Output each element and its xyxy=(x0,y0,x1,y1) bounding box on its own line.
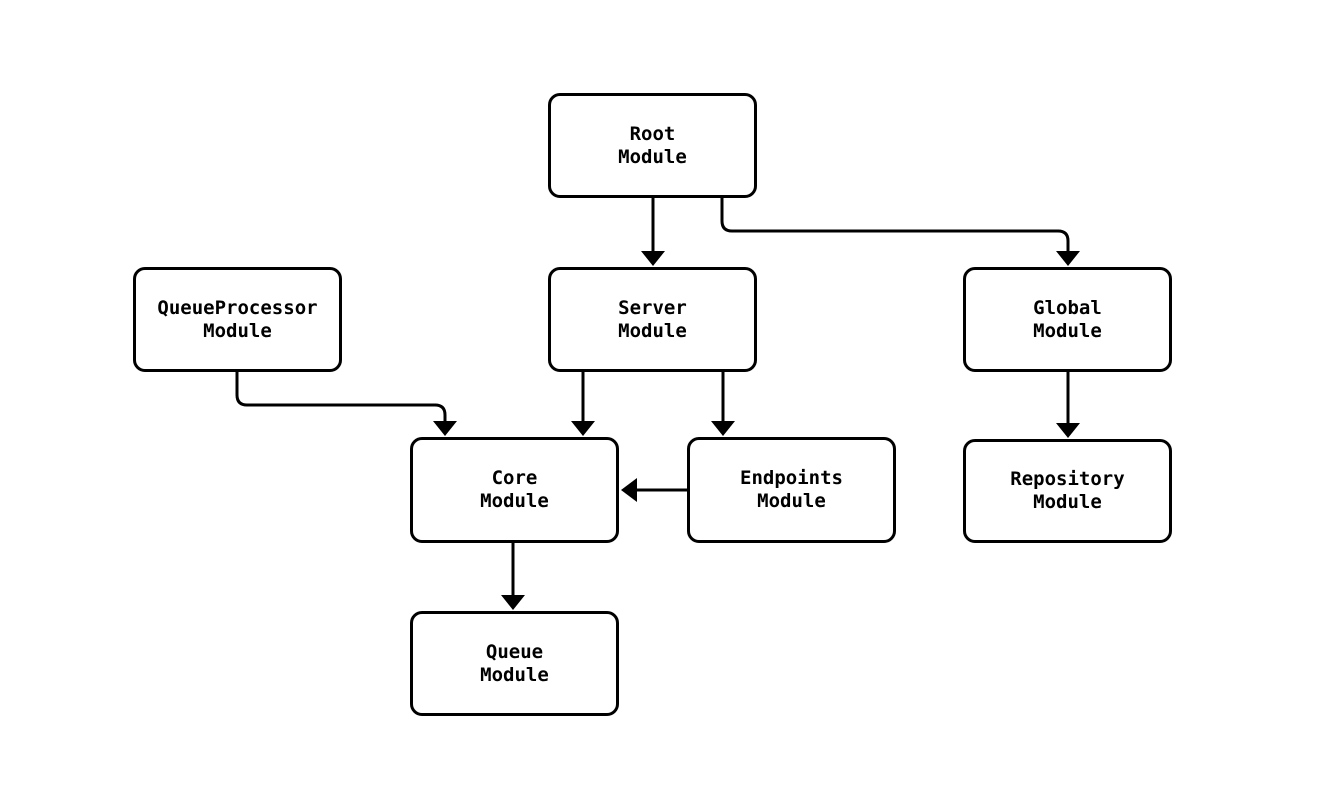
node-server-module: Server Module xyxy=(548,267,757,372)
node-repository-line1: Repository xyxy=(1010,468,1125,490)
node-repository-module: Repository Module xyxy=(963,439,1172,543)
node-core-line1: Core xyxy=(491,467,538,489)
node-queueprocessor-module: QueueProcessor Module xyxy=(133,267,342,372)
edge-root-to-global xyxy=(720,198,1080,266)
edge-server-to-endpoints xyxy=(711,372,735,436)
node-core-label: Core Module xyxy=(480,467,549,513)
node-repository-line2: Module xyxy=(1033,491,1102,513)
node-queue-label: Queue Module xyxy=(480,641,549,687)
node-queueprocessor-line2: Module xyxy=(203,319,272,342)
node-global-label: Global Module xyxy=(1033,297,1102,343)
node-core-line2: Module xyxy=(480,490,549,512)
node-global-line1: Global xyxy=(1033,296,1102,319)
node-endpoints-line2: Module xyxy=(757,490,826,512)
node-global-module: Global Module xyxy=(963,267,1172,372)
node-queue-line1: Queue xyxy=(485,640,544,663)
node-queue-line2: Module xyxy=(480,663,549,686)
node-endpoints-label: Endpoints Module xyxy=(740,467,843,513)
node-endpoints-line1: Endpoints xyxy=(740,467,843,489)
edge-server-to-core xyxy=(571,372,595,436)
edge-root-to-server xyxy=(641,198,665,266)
edge-queueprocessor-to-core xyxy=(235,372,457,436)
node-server-label: Server Module xyxy=(618,297,687,343)
node-root-line2: Module xyxy=(618,145,687,168)
edge-global-to-repository xyxy=(1056,372,1080,438)
edge-endpoints-to-core xyxy=(621,478,687,502)
node-root-line1: Root xyxy=(629,122,676,145)
node-root-module: Root Module xyxy=(548,93,757,198)
node-endpoints-module: Endpoints Module xyxy=(687,437,896,543)
node-queueprocessor-label: QueueProcessor Module xyxy=(157,297,317,343)
node-queue-module: Queue Module xyxy=(410,611,619,716)
node-server-line1: Server xyxy=(618,296,687,319)
node-repository-label: Repository Module xyxy=(1010,468,1124,514)
node-global-line2: Module xyxy=(1033,319,1102,342)
node-core-module: Core Module xyxy=(410,437,619,543)
node-server-line2: Module xyxy=(618,319,687,342)
node-queueprocessor-line1: QueueProcessor xyxy=(157,296,318,319)
edge-core-to-queue xyxy=(501,543,525,610)
node-root-label: Root Module xyxy=(618,123,687,169)
